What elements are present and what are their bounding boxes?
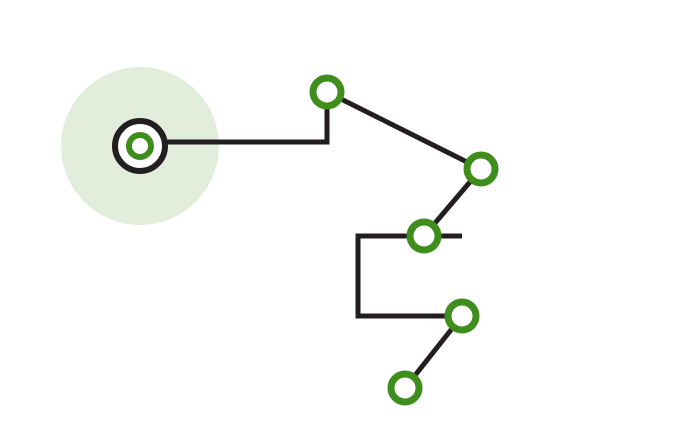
start-node[interactable]: [126, 132, 154, 160]
waypoint-node-n4[interactable]: [406, 218, 442, 254]
waypoint-node-n3[interactable]: [463, 151, 499, 187]
waypoint-node-n2[interactable]: [309, 74, 345, 110]
node-layer: [112, 74, 499, 406]
waypoint-node-n5[interactable]: [444, 298, 480, 334]
edge-n2-n3: [325, 89, 483, 172]
end-node[interactable]: [387, 370, 423, 406]
edge-n4-n5: [355, 233, 462, 319]
